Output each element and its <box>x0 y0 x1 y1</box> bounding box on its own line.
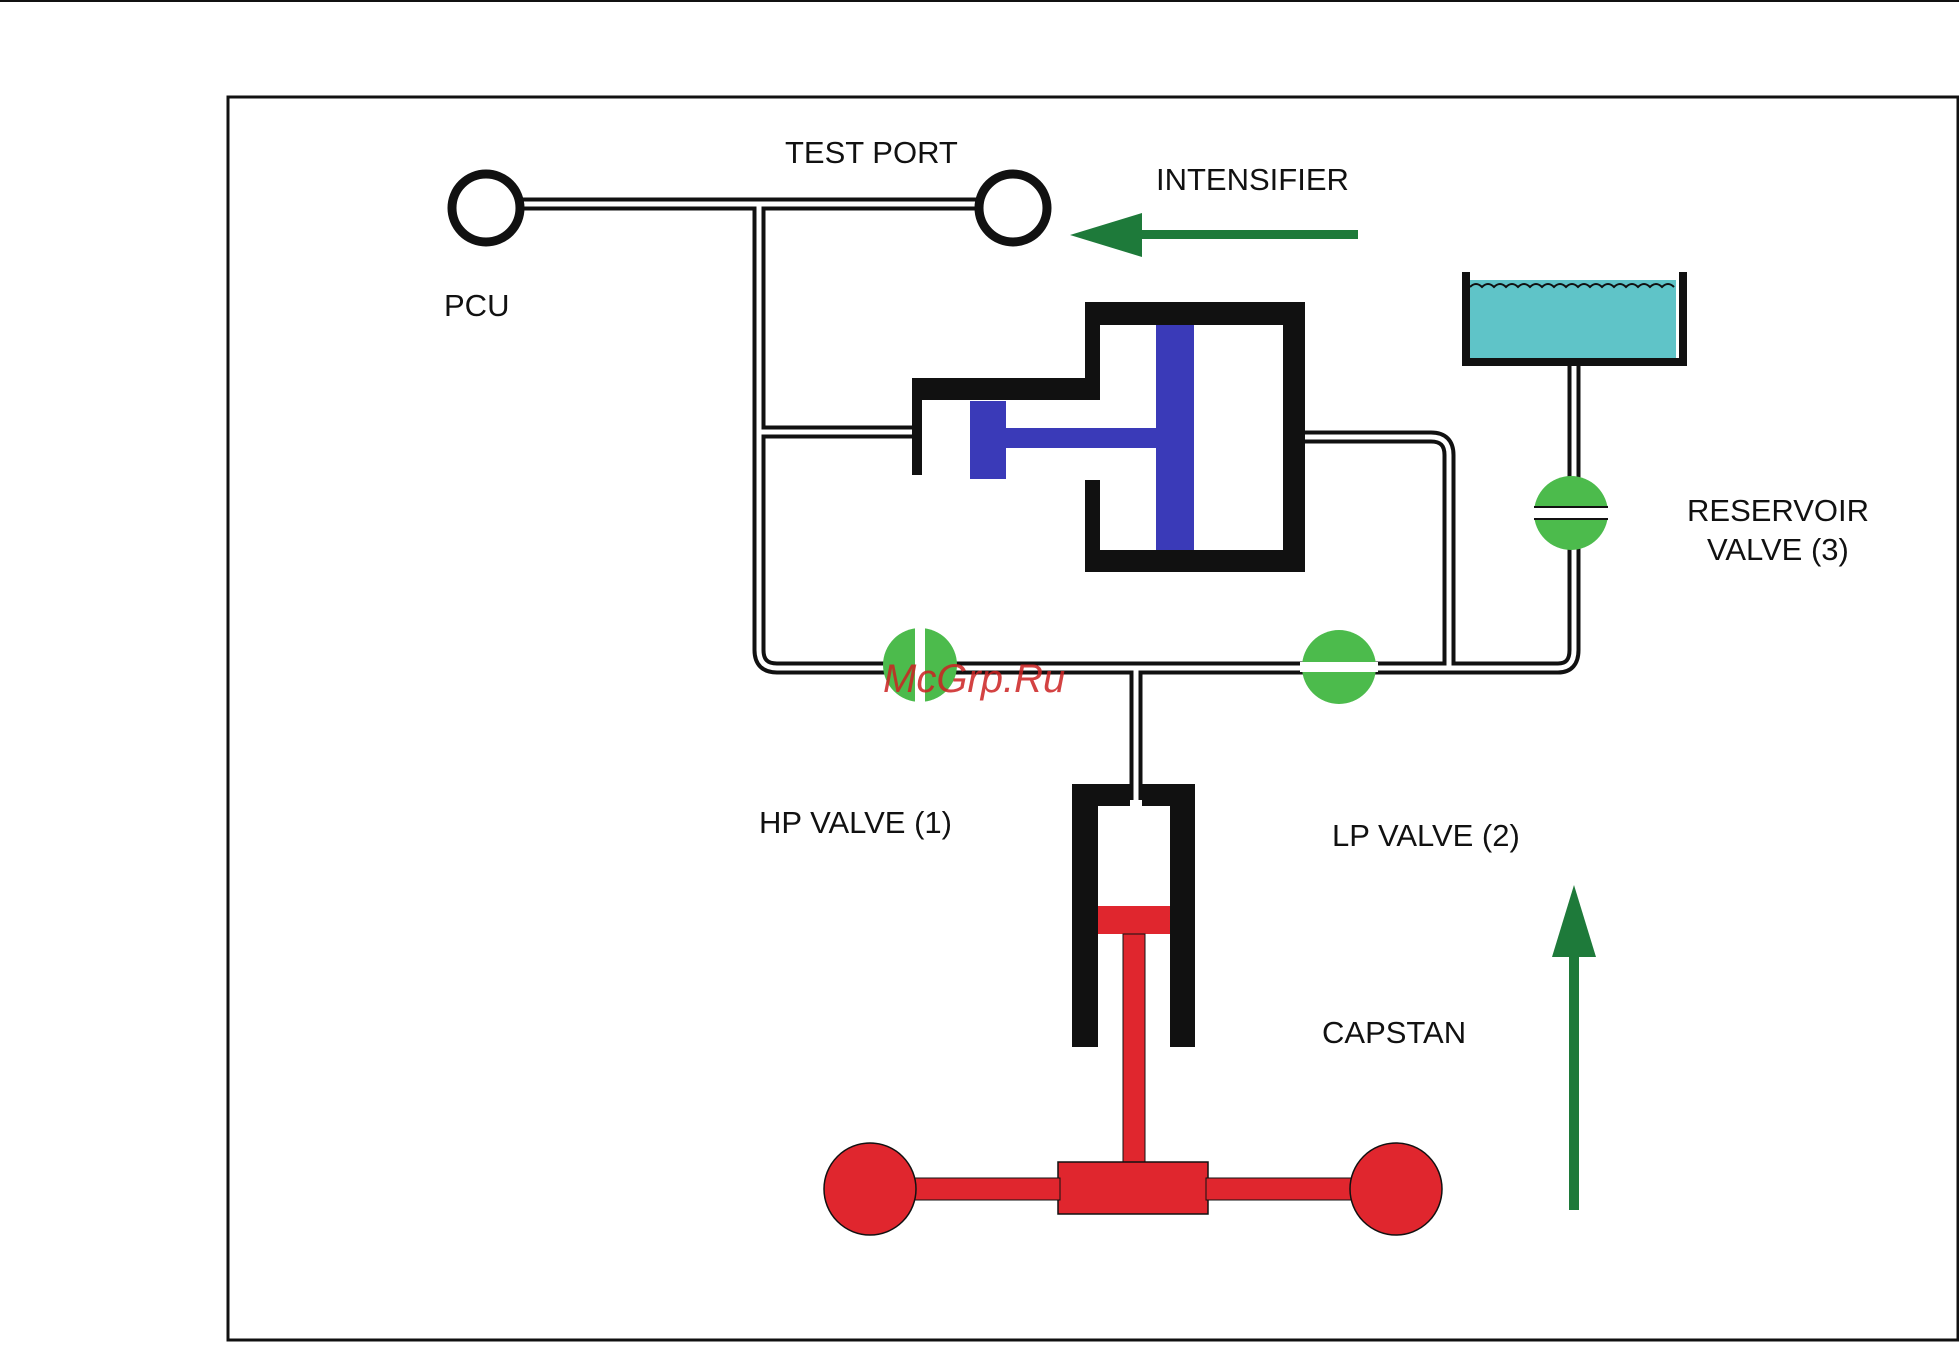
intensifier-piston <box>970 325 1194 550</box>
lp-valve-icon <box>1300 630 1378 704</box>
diagram-frame <box>228 97 1958 1340</box>
capstan-label: CAPSTAN <box>1322 1015 1466 1050</box>
reservoir-valve-label-line1: RESERVOIR <box>1687 493 1869 528</box>
hydraulic-lines <box>521 204 1574 800</box>
pcu-label: PCU <box>444 288 509 323</box>
arrow-up-icon <box>1552 885 1596 1210</box>
reservoir-tank <box>1466 272 1683 362</box>
reservoir-valve-icon <box>1532 476 1610 550</box>
test-port-icon <box>979 174 1047 242</box>
pcu-port-icon <box>452 174 520 242</box>
lp-valve-label: LP VALVE (2) <box>1332 818 1520 853</box>
hp-valve-label: HP VALVE (1) <box>759 805 952 840</box>
reservoir-valve-label-line2: VALVE (3) <box>1707 532 1849 567</box>
watermark: McGrp.Ru <box>883 657 1065 701</box>
test-port-label: TEST PORT <box>785 135 958 170</box>
arrow-left-icon <box>1070 213 1358 257</box>
intensifier-label: INTENSIFIER <box>1156 162 1349 197</box>
capstan-piston <box>824 906 1442 1235</box>
